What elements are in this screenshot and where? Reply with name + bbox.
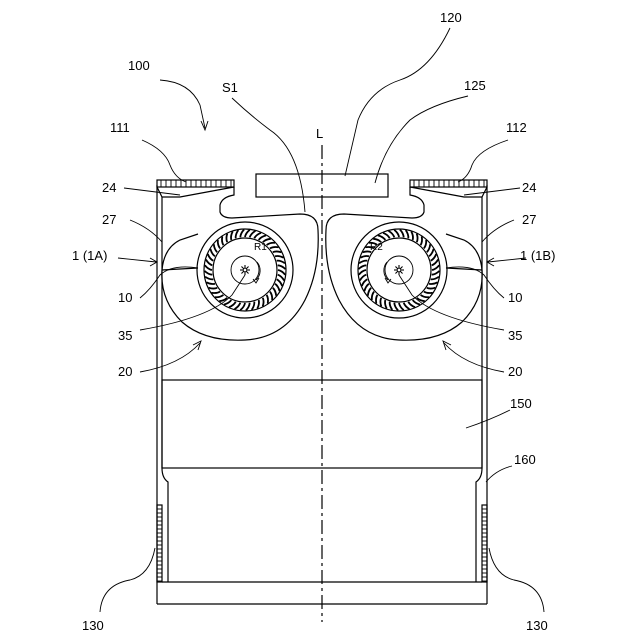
label-160: 160 [514,452,536,467]
label-130-left: 130 [82,618,104,633]
label-35-right: 35 [508,328,522,343]
fan-left: R1 [162,222,318,340]
label-24-left: 24 [102,180,116,195]
label-150: 150 [510,396,532,411]
label-s1: S1 [222,80,238,95]
label-10-right: 10 [508,290,522,305]
reference-labels: 100 120 125 S1 L 111 112 24 24 27 27 1 (… [72,10,555,633]
label-20-left: 20 [118,364,132,379]
label-130-right: 130 [526,618,548,633]
label-111: 111 [110,120,130,135]
scroll-casing-left [162,230,318,340]
vent-right [482,505,487,582]
label-fan-1a: 1 (1A) [72,248,107,263]
label-axis-l: L [316,126,323,141]
label-10-left: 10 [118,290,132,305]
scroll-casing-right [326,230,482,340]
label-112: 112 [506,120,527,135]
label-24-right: 24 [522,180,536,195]
label-27-left: 27 [102,212,116,227]
label-125: 125 [464,78,486,93]
rotation-label-right: R2 [370,242,383,253]
inlet-grille-right [410,180,487,197]
label-20-right: 20 [508,364,522,379]
vent-left [157,505,162,582]
inlet-grille-left [157,180,234,197]
label-100: 100 [128,58,150,73]
rotation-label-left: R1 [254,242,267,253]
label-120: 120 [440,10,462,25]
label-fan-1b: 1 (1B) [520,248,555,263]
fan-right: R2 [326,222,482,340]
label-27-right: 27 [522,212,536,227]
label-35-left: 35 [118,328,132,343]
